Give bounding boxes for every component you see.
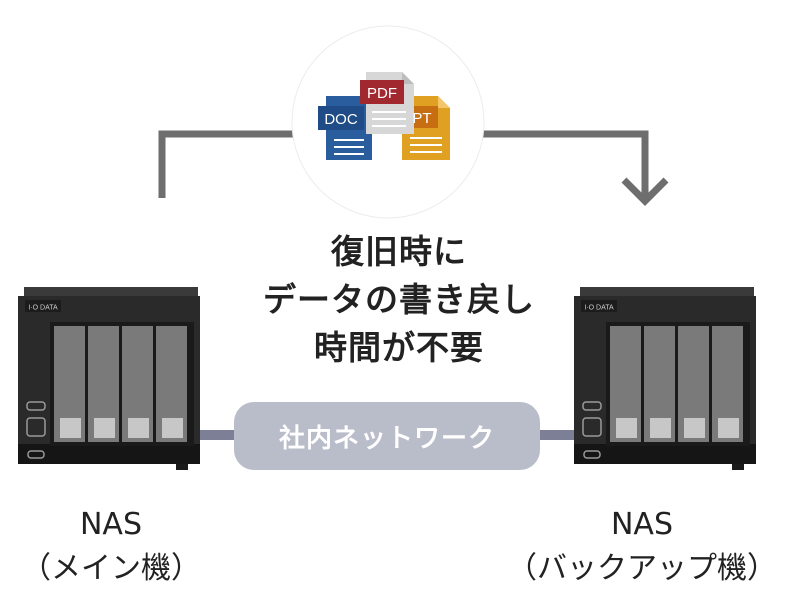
nas-backup-subtitle-row: （バックアップ機） <box>488 547 796 591</box>
usb-port-icon <box>27 450 45 459</box>
ppt-label: PT <box>412 110 431 127</box>
arrow-right-segment <box>476 130 649 196</box>
status-led-icon <box>26 401 46 411</box>
status-led-icon <box>582 401 602 411</box>
paren-open: （ <box>507 551 537 586</box>
paren-close: ） <box>747 551 777 586</box>
nas-main-device: I·O DATA <box>18 287 200 470</box>
nas-backup-title: NAS <box>610 507 673 542</box>
network-cable <box>198 430 576 440</box>
nas-main-caption: NAS （メイン機） <box>0 503 222 591</box>
paren-close: ） <box>171 551 201 586</box>
doc-label: DOC <box>324 111 358 128</box>
usb-port-icon <box>583 450 601 459</box>
arrowhead-icon <box>621 177 669 206</box>
drive-bays <box>610 326 743 442</box>
doc-file-icon <box>318 96 372 160</box>
nas-backup-subtitle: バックアップ機 <box>537 551 747 586</box>
file-bundle-icon: DOC PDF PT <box>291 25 485 219</box>
nas-main-brand: I·O DATA <box>28 305 58 312</box>
nas-main-title: NAS <box>79 507 142 542</box>
nas-backup-caption: NAS （バックアップ機） <box>488 503 796 591</box>
network-label: 社内ネットワーク <box>234 402 540 470</box>
power-button-icon <box>26 417 46 437</box>
nas-main-subtitle: メイン機 <box>51 551 171 586</box>
drive-bays <box>54 326 187 442</box>
message-line-2: データの書き戻し <box>263 280 535 319</box>
arrow-left-segment <box>158 130 300 198</box>
message-line-1: 復旧時に <box>331 232 467 271</box>
pdf-file-icon <box>360 72 414 134</box>
power-button-icon <box>582 417 602 437</box>
pdf-label: PDF <box>367 85 397 102</box>
nas-backup-brand: I·O DATA <box>584 305 614 312</box>
nas-backup-device: I·O DATA <box>574 287 756 470</box>
nas-main-subtitle-row: （メイン機） <box>0 547 222 591</box>
paren-open: （ <box>21 551 51 586</box>
network-label-text: 社内ネットワーク <box>278 423 495 454</box>
recovery-message: 復旧時に データの書き戻し 時間が不要 <box>200 228 598 372</box>
message-line-3: 時間が不要 <box>314 328 484 367</box>
flow-arrow <box>158 130 669 206</box>
